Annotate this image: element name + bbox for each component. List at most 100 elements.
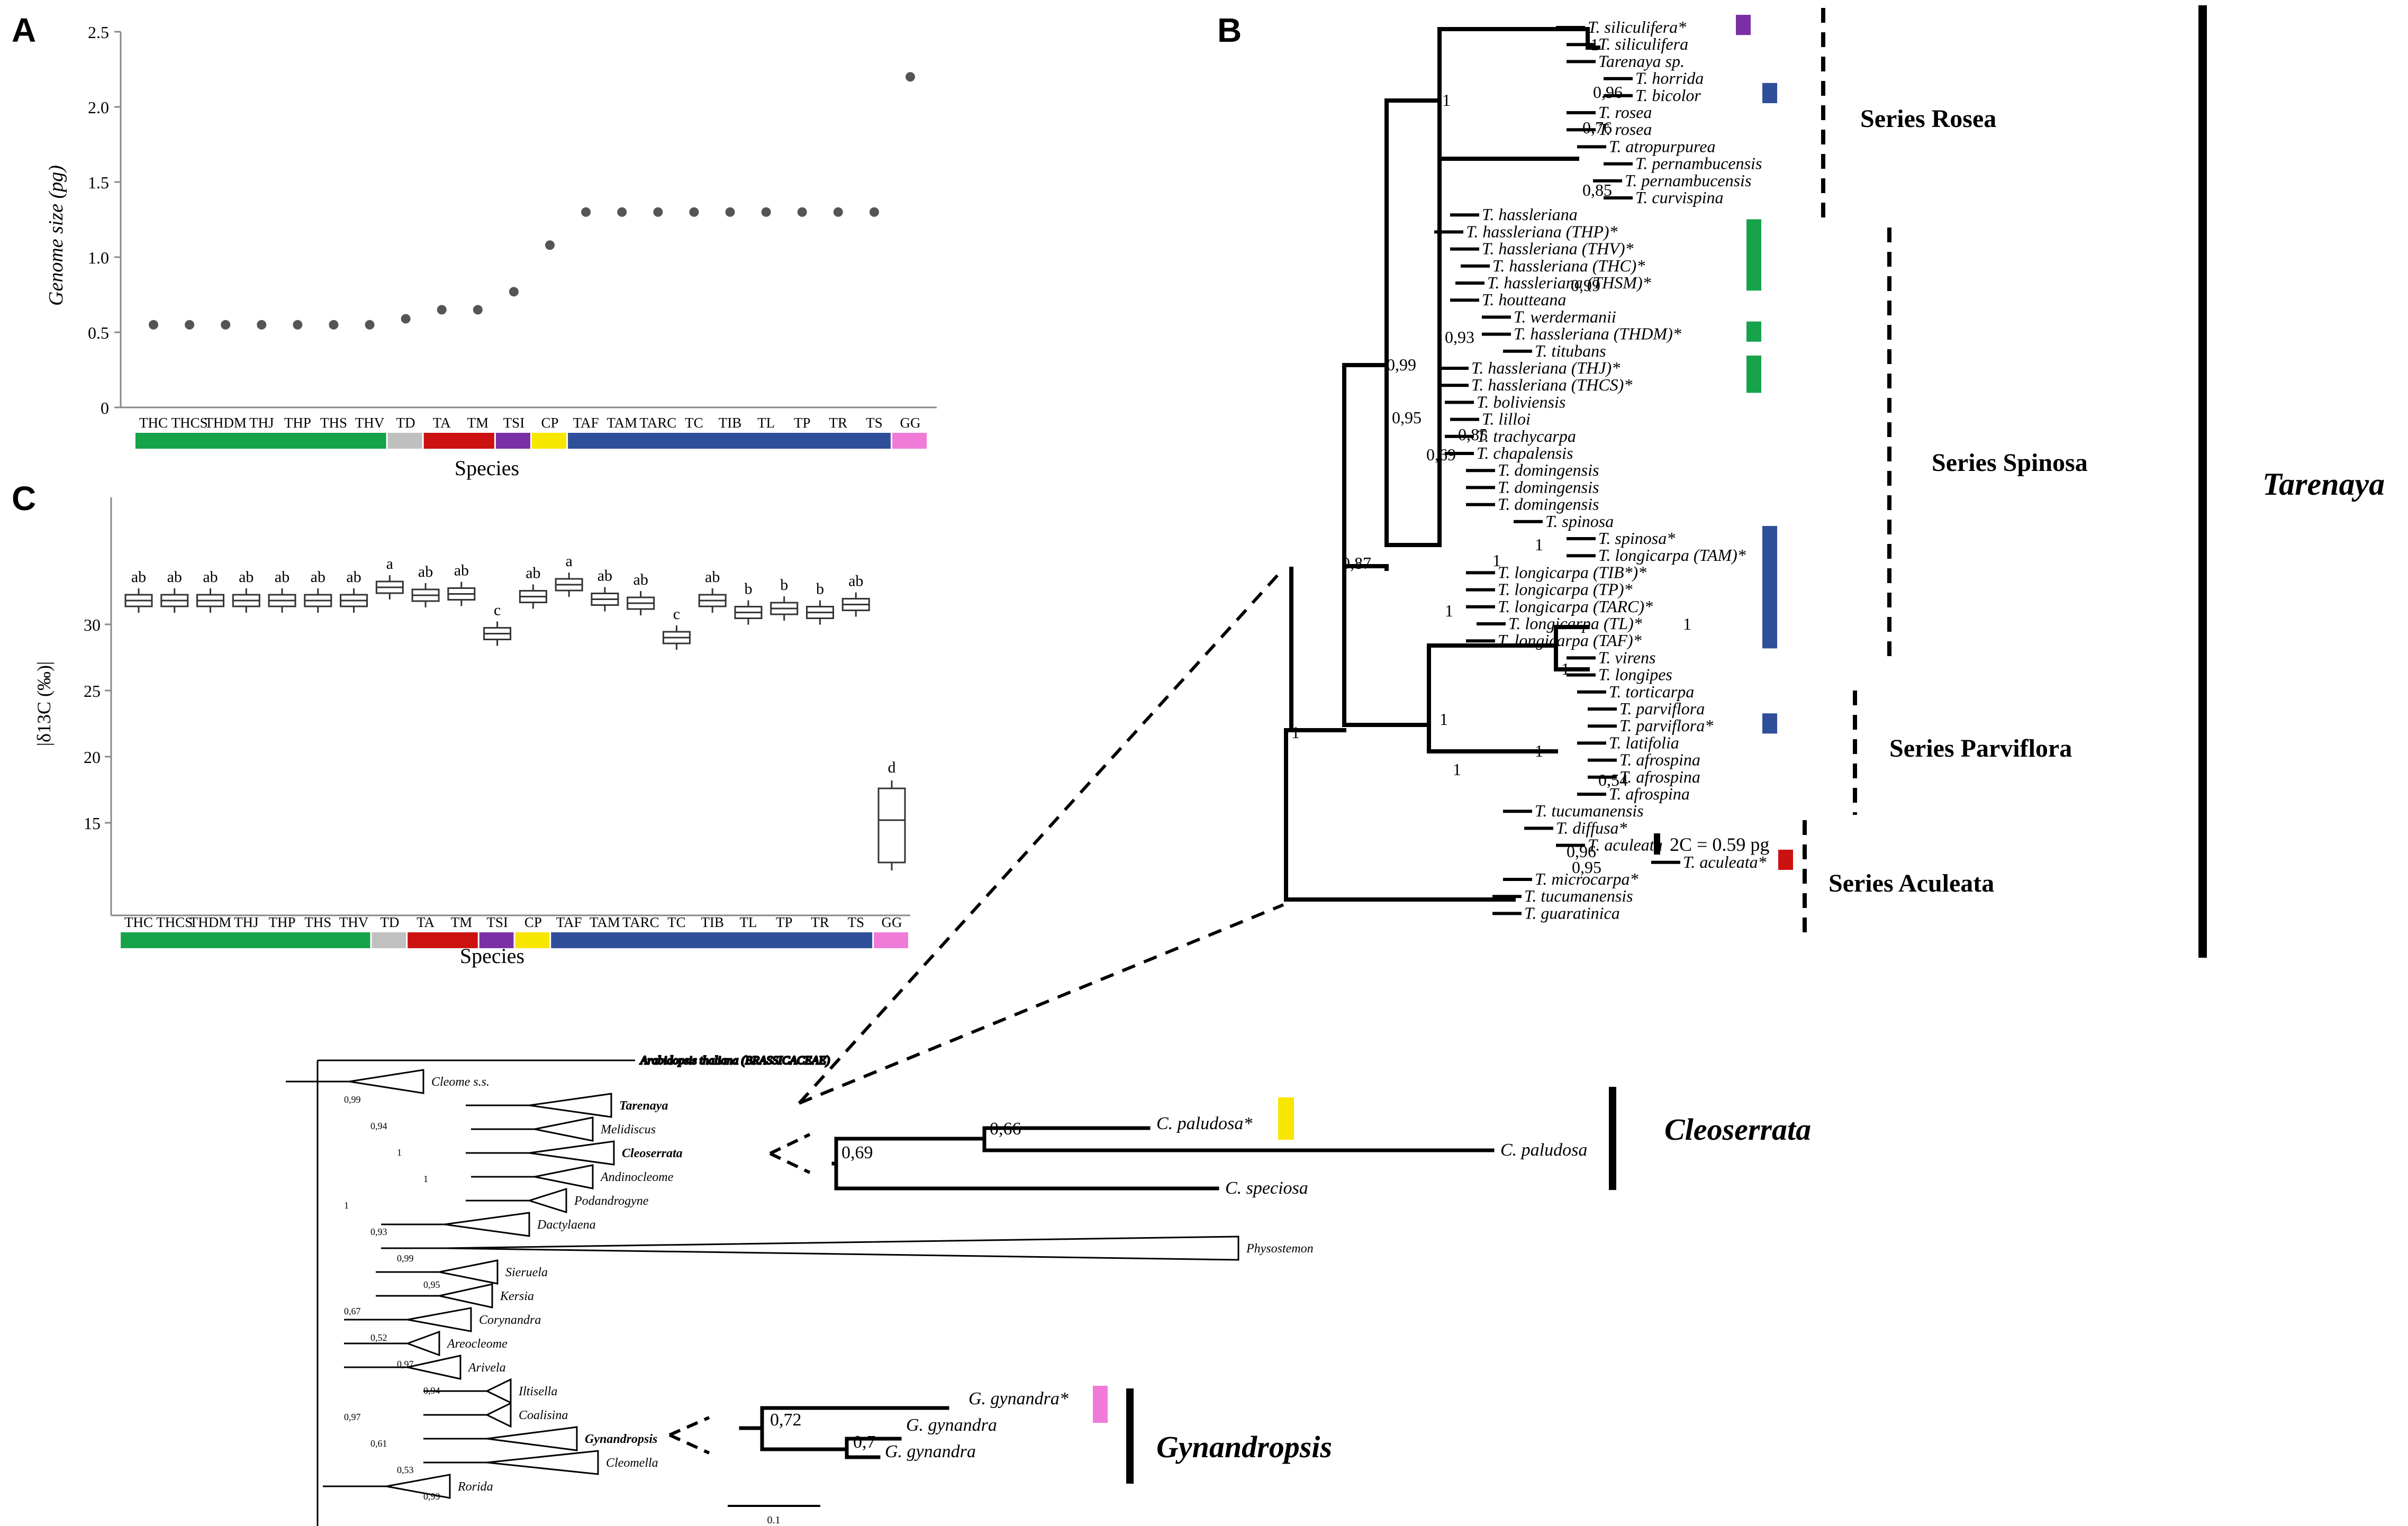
panel-c-significance-letter: c xyxy=(673,605,680,623)
panel-b-taxon-label: T. horrida xyxy=(1635,69,1704,88)
panel-c-x-tick-label: TC xyxy=(667,914,686,930)
family-support-value: 0,61 xyxy=(370,1438,387,1449)
family-clade-label: Kersia xyxy=(500,1289,534,1303)
panel-c-x-tick-label: THCS xyxy=(156,914,193,930)
panel-c-significance-letter: ab xyxy=(418,563,433,580)
panel-b-taxon-label: T. hassleriana (THV)* xyxy=(1482,239,1634,258)
panel-b-tag-bar xyxy=(1746,219,1761,291)
panel-a-x-tick-label: THS xyxy=(320,415,347,431)
family-clade-triangle xyxy=(444,1212,530,1237)
panel-b-support-value: 0,85 xyxy=(1458,425,1488,444)
panel-a-point xyxy=(509,287,519,297)
panel-c-x-tick-label: CP xyxy=(524,914,542,930)
panel-b-taxon-label: T. hassleriana (THSM)* xyxy=(1487,273,1651,292)
panel-a-group-band xyxy=(892,433,927,449)
panel-c-group-band xyxy=(874,932,908,948)
panel-b-support-value: 1 xyxy=(1535,535,1543,554)
panel-c-significance-letter: b xyxy=(816,580,824,598)
panel-a-y-tick-label: 1.0 xyxy=(88,248,109,267)
panel-b-taxon-label: T. titubans xyxy=(1535,341,1606,360)
panel-a-point xyxy=(365,320,375,330)
panel-c-group-band xyxy=(551,932,873,948)
panel-c-x-tick-label: TL xyxy=(739,914,757,930)
family-clade-triangle xyxy=(485,1378,512,1404)
panel-a-point xyxy=(797,207,807,217)
panel-b-tag-bar xyxy=(1736,15,1751,35)
panel-b-taxon-label: T. aculeata xyxy=(1588,835,1663,855)
panel-b-taxon-label: T. domingensis xyxy=(1498,477,1599,496)
panel-c-group-band xyxy=(372,932,406,948)
gynandropsis-taxon-label: G. gynandra* xyxy=(968,1389,1069,1409)
family-support-value: 1 xyxy=(423,1174,428,1184)
panel-b-tag-bar xyxy=(1762,713,1777,734)
panel-c-group-band xyxy=(121,932,370,948)
panel-b-taxon-label: T. tucumanensis xyxy=(1524,886,1633,905)
panel-b-taxon-label: T. torticarpa xyxy=(1609,682,1694,701)
panel-c-significance-letter: ab xyxy=(346,568,361,586)
panel-c-letter: C xyxy=(12,479,37,517)
panel-b-taxon-label: T. afrospina xyxy=(1609,784,1690,803)
panel-a-point xyxy=(689,207,699,217)
panel-a-point xyxy=(761,207,771,217)
series-parviflora-label: Series Parviflora xyxy=(1889,734,2072,762)
panel-a-x-label: Species xyxy=(455,456,519,480)
panel-a-x-tick-label: THCS xyxy=(171,415,208,431)
panel-a-group-band xyxy=(532,433,567,449)
family-clade-label: Areocleome xyxy=(446,1337,508,1351)
panel-b-support-value: 0,93 xyxy=(1445,328,1474,347)
family-support-value: 0,95 xyxy=(423,1279,440,1290)
panel-b-taxon-label: T. siliculifera xyxy=(1598,34,1688,53)
panel-a-y-tick-label: 0 xyxy=(101,398,109,417)
panel-b-support-value: 0,99 xyxy=(1387,355,1416,374)
panel-b-taxon-label: T. afrospina xyxy=(1619,767,1700,786)
panel-c-y-tick-label: 20 xyxy=(84,748,101,767)
family-clade-triangle xyxy=(526,1187,567,1214)
family-clade-label: Rorida xyxy=(457,1480,493,1494)
family-clade-triangle xyxy=(529,1093,612,1118)
panel-b-taxon-label: T. chapalensis xyxy=(1477,443,1573,462)
panel-c-significance-letter: ab xyxy=(705,568,720,586)
panel-b-support-value: 1 xyxy=(1453,760,1461,779)
gynandropsis-inset xyxy=(668,1406,949,1459)
panel-a-group-band xyxy=(387,433,422,449)
panel-a-point xyxy=(725,207,735,217)
family-clade-triangle xyxy=(485,1402,512,1428)
panel-c-x-tick-label: TR xyxy=(811,914,829,930)
panel-c-significance-letter: b xyxy=(744,580,752,598)
family-clade-triangle xyxy=(386,1474,451,1499)
family-clade-label: Coalisina xyxy=(519,1409,568,1422)
cleoserrata-taxon-label: C. paludosa* xyxy=(1156,1114,1252,1133)
panel-c-x-tick-label: THP xyxy=(269,914,296,930)
panel-c-x-tick-label: TAF xyxy=(556,914,582,930)
panel-a-x-tick-label: CP xyxy=(541,415,559,431)
family-clade-triangle xyxy=(529,1140,615,1166)
panel-b-taxon-label: T. siliculifera* xyxy=(1588,17,1686,37)
panel-b-support-value: 1 xyxy=(1442,90,1451,110)
panel-b-support-value: 0,87 xyxy=(1342,553,1371,573)
panel-a-x-tick-label: TAF xyxy=(573,415,599,431)
panel-a-x-tick-label: THP xyxy=(284,415,311,431)
family-support-value: 0,94 xyxy=(423,1385,440,1396)
panel-c-x-tick-label: TAM xyxy=(590,914,620,930)
panel-b-letter: B xyxy=(1217,11,1242,49)
cleoserrata-inset xyxy=(769,1126,1495,1191)
family-clade-label: Sieruela xyxy=(505,1266,548,1279)
panel-b-support-value: 0,69 xyxy=(1426,445,1456,464)
panel-b-taxon-label: T. domingensis xyxy=(1498,460,1599,479)
panel-c-group-band xyxy=(408,932,478,948)
tarenaya-genus-label: Tarenaya xyxy=(2262,467,2385,502)
panel-c-x-tick-label: TIB xyxy=(701,914,724,930)
panel-b-taxon-label: T. microcarpa* xyxy=(1535,869,1638,888)
family-clade-label: Cleoserrata xyxy=(622,1147,683,1160)
family-support-value: 1 xyxy=(344,1200,349,1211)
outgroup-label: Arabidopsis thaliana (BRASSICACEAE) xyxy=(639,1053,830,1067)
family-clade-triangle xyxy=(439,1259,499,1285)
family-clade-triangle xyxy=(439,1283,493,1309)
panel-a-x-tick-label: GG xyxy=(900,415,921,431)
family-support-value: 0,53 xyxy=(397,1465,414,1475)
panel-a-x-tick-label: TAM xyxy=(606,415,637,431)
panel-b-support-value: 0,95 xyxy=(1392,408,1422,427)
panel-a-point xyxy=(545,240,555,250)
panel-a-group-band xyxy=(568,433,891,449)
